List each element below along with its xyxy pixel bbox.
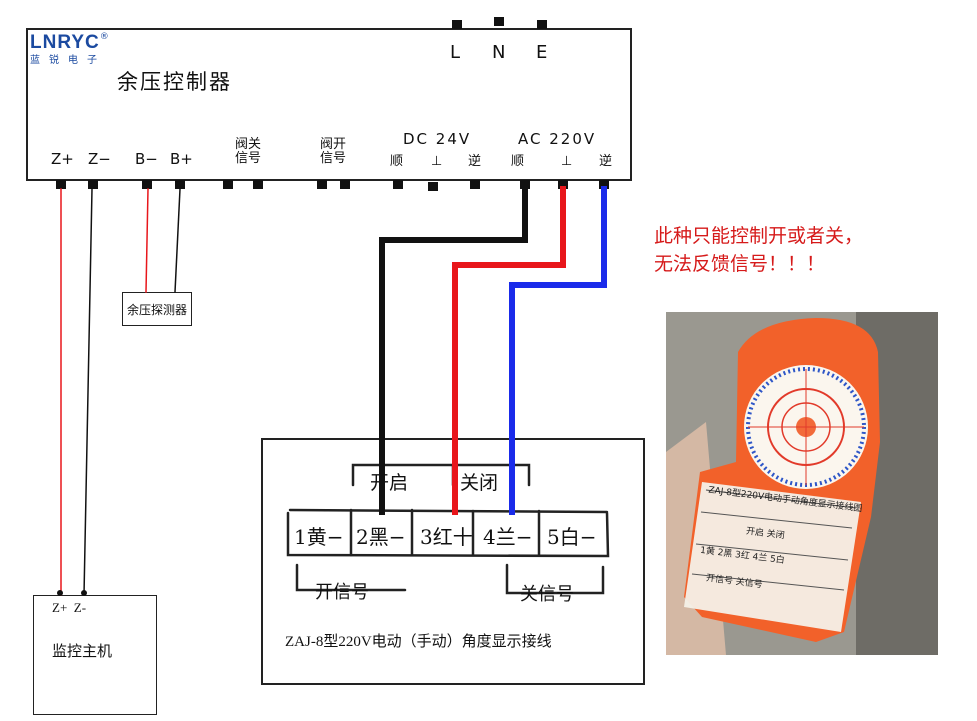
sketch-label-close: 关闭 xyxy=(460,472,499,494)
pin-valve-close-1 xyxy=(223,180,233,189)
pin-dc-shun xyxy=(393,180,403,189)
wire-blue xyxy=(509,186,607,515)
brand-name: LNRYC xyxy=(30,32,100,53)
pin-dc-gnd xyxy=(428,182,438,191)
label-dc-shun: 顺 xyxy=(390,154,404,169)
pin-valve-open-1 xyxy=(317,180,327,189)
terminal-e-label: E xyxy=(536,42,548,63)
sketch-terminal-1: 1黄− xyxy=(294,525,344,549)
label-valve-close: 阀关 信号 xyxy=(234,137,262,166)
sketch-terminal-4: 4兰− xyxy=(483,525,533,549)
wire-end-z-plus xyxy=(57,590,63,596)
label-valve-open: 阀开 信号 xyxy=(319,137,347,166)
label-b-minus: B− xyxy=(135,150,158,168)
label-z-minus: Z− xyxy=(88,150,111,168)
warning-line-2: 无法反馈信号！！！ xyxy=(654,253,826,275)
controller-title: 余压控制器 xyxy=(117,70,232,94)
pin-valve-open-2 xyxy=(340,180,350,189)
pin-b-plus xyxy=(175,180,185,189)
wiring-caption: ZAJ-8型220V电动（手动）角度显示接线 xyxy=(285,634,552,650)
wire-b-plus xyxy=(174,188,181,293)
brand-sub: 蓝锐电子 xyxy=(30,55,106,66)
label-ac-shun: 顺 xyxy=(511,154,525,169)
sensor-box xyxy=(122,292,192,326)
warning-note: 此种只能控制开或者关， 无法反馈信号！！！ xyxy=(654,222,863,278)
terminal-e-pin xyxy=(537,20,547,29)
host-label: 监控主机 xyxy=(52,642,113,660)
label-dc-ni: 逆 xyxy=(468,154,482,169)
pin-ac-gnd xyxy=(558,180,568,189)
controller-box xyxy=(26,28,632,181)
sketch-terminal-3: 3红十 xyxy=(420,525,473,549)
wire-black xyxy=(379,186,528,515)
terminal-l-label: L xyxy=(450,42,461,63)
label-ac-ni: 逆 xyxy=(599,154,613,169)
wire-end-z-minus xyxy=(81,590,87,596)
wire-red xyxy=(452,186,566,515)
pin-dc-ni xyxy=(470,180,480,189)
label-dc-group: DC 24V xyxy=(403,130,472,148)
label-ac-group: AC 220V xyxy=(518,130,597,148)
pin-b-minus xyxy=(142,180,152,189)
label-b-plus: B+ xyxy=(170,150,193,168)
terminal-l-pin xyxy=(452,20,462,29)
warning-line-1: 此种只能控制开或者关， xyxy=(654,225,864,247)
pin-ac-ni xyxy=(599,180,609,189)
label-dc-gnd: ⊥ xyxy=(431,154,443,169)
terminal-n-pin xyxy=(494,17,504,26)
wiring-sketch xyxy=(286,463,610,595)
wire-z-minus xyxy=(83,188,93,596)
sketch-label-close-signal: 关信号 xyxy=(520,584,574,605)
host-box xyxy=(33,595,157,715)
device-photo: ZAJ-8型220V电动手动角度显示接线图 开启 关闭 1黄 2黑 3红 4兰 … xyxy=(666,312,938,655)
brand-logo: LNRYC® 蓝锐电子 xyxy=(30,32,109,66)
pin-valve-close-2 xyxy=(253,180,263,189)
pin-z-minus xyxy=(88,180,98,189)
sensor-label: 余压探测器 xyxy=(127,303,188,317)
sketch-label-open-signal: 开信号 xyxy=(315,582,369,603)
wire-b-minus xyxy=(145,188,149,293)
host-ports: Z+ Z- xyxy=(52,600,87,615)
label-ac-gnd: ⊥ xyxy=(561,154,573,169)
pin-z-plus xyxy=(56,180,66,189)
sketch-terminal-5: 5白− xyxy=(547,525,597,549)
terminal-n-label: N xyxy=(492,42,506,63)
brand-registered: ® xyxy=(99,32,109,42)
sketch-terminal-2: 2黑− xyxy=(356,525,406,549)
device-photo-drawing xyxy=(666,312,938,655)
pin-ac-shun xyxy=(520,180,530,189)
label-z-plus: Z+ xyxy=(51,150,74,168)
